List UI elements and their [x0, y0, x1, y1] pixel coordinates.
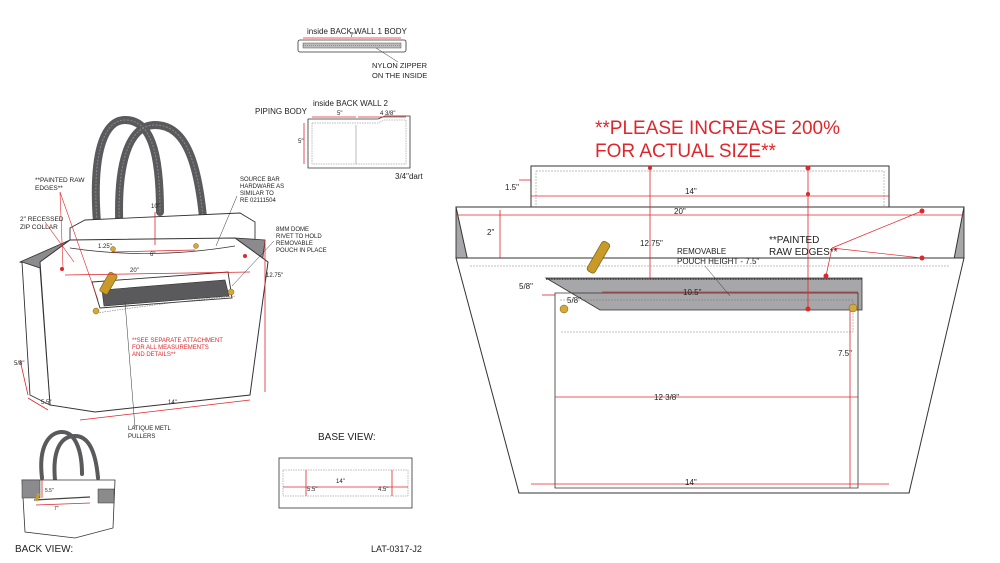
front-painted-raw-line1: **PAINTED RAW [35, 177, 85, 184]
front-recessed-line2: ZIP COLLAR [20, 224, 58, 231]
front-dim-58: 5/8" [14, 361, 24, 367]
back-view-drawing: 5.5" 7" BACK VIEW: [15, 429, 116, 555]
zip-dim-7: 7" [350, 33, 355, 39]
front-see-line3: AND DETAILS** [132, 352, 176, 358]
style-code: LAT-0317-J2 [371, 544, 422, 554]
main-dim-1275: 12.75" [640, 239, 663, 248]
back-dim-55: 5.5" [45, 488, 54, 494]
front-latique-line1: LATIQUE METL [128, 426, 172, 432]
front-source-line3: SIMILAR TO [240, 191, 274, 197]
base-dim-55: 5.5" [307, 487, 317, 493]
front-dim-125: 1.25" [98, 244, 112, 250]
zip-note-line2: ON THE INSIDE [372, 71, 427, 80]
increase-line1: **PLEASE INCREASE 200% [595, 118, 840, 139]
base-dim-45: 4.5" [378, 487, 388, 493]
front-source-line2: HARDWARE AS [240, 184, 284, 190]
front-dim-14: 14" [168, 400, 177, 406]
back-view-label: BACK VIEW: [15, 544, 73, 555]
piping-dart: 3/4"dart [395, 172, 424, 181]
main-dim-75: 7.5" [838, 349, 852, 358]
pouch-line1: REMOVABLE [677, 247, 726, 256]
main-dim-12-38: 12 3/8" [654, 393, 679, 402]
main-painted-line1: **PAINTED [769, 235, 819, 246]
zip-panel-drawing: inside BACK WALL 1 BODY 7" NYLON ZIPPER … [297, 27, 428, 80]
main-dim-105: 10.5" [683, 288, 702, 297]
front-dim-10: 10" [151, 204, 160, 210]
front-painted-raw-line2: EDGES** [35, 185, 63, 192]
front-source-line1: SOURCE BAR [240, 177, 280, 183]
main-dim-2: 2" [487, 228, 494, 237]
front-recessed-line1: 2" RECESSED [20, 216, 64, 223]
piping-dim-4-38: 4 3/8" [380, 111, 395, 117]
main-dim-20: 20" [674, 207, 686, 216]
piping-panel-title: inside BACK WALL 2 [313, 99, 389, 108]
front-dome-line2: RIVET TO HOLD [276, 234, 322, 240]
main-dim-58-b: 5/8" [567, 296, 581, 305]
main-dim-14-bottom: 14" [685, 478, 697, 487]
front-dim-20: 20" [130, 268, 139, 274]
front-latique-line2: PULLERS [128, 434, 155, 440]
front-bag-drawing: **PAINTED RAW EDGES** 2" RECESSED ZIP CO… [14, 115, 327, 440]
piping-panel-drawing: PIPING BODY inside BACK WALL 2 5" 4 3/8"… [255, 99, 424, 181]
main-flat-drawing: **PLEASE INCREASE 200% FOR ACTUAL SIZE** [455, 118, 965, 494]
front-see-line2: FOR ALL MEASUREMENTS [132, 345, 209, 351]
piping-dim-5-top: 5" [337, 111, 342, 117]
main-dim-58-a: 5/8" [519, 282, 533, 291]
zip-panel-title: inside BACK WALL 1 BODY [307, 27, 408, 36]
main-dim-14-top: 14" [685, 187, 697, 196]
piping-dim-5-side: 5" [298, 139, 303, 145]
front-dim-55: 5.5" [41, 400, 51, 406]
base-view-drawing: BASE VIEW: 14" 5.5" 4.5" [278, 432, 413, 509]
back-dim-7: 7" [54, 506, 59, 512]
front-dome-line1: 8MM DOME [276, 227, 309, 233]
front-see-line1: **SEE SEPARATE ATTACHMENT [132, 338, 223, 344]
main-dim-15: 1.5" [505, 183, 519, 192]
pouch-line2: POUCH HEIGHT - 7.5" [677, 257, 759, 266]
front-dome-line3: REMOVABLE [276, 241, 313, 247]
front-dim-6: 6" [150, 252, 155, 258]
front-source-line4: RE 02111504 [240, 198, 276, 204]
zip-note-line1: NYLON ZIPPER [372, 61, 428, 70]
base-view-label: BASE VIEW: [318, 432, 376, 443]
front-dome-line4: POUCH IN PLACE [276, 248, 327, 254]
piping-body-label: PIPING BODY [255, 107, 308, 116]
base-dim-14: 14" [336, 479, 345, 485]
increase-line2: FOR ACTUAL SIZE** [595, 141, 776, 162]
main-painted-line2: RAW EDGES** [769, 247, 838, 258]
front-dim-1275: 12.75" [266, 273, 283, 279]
